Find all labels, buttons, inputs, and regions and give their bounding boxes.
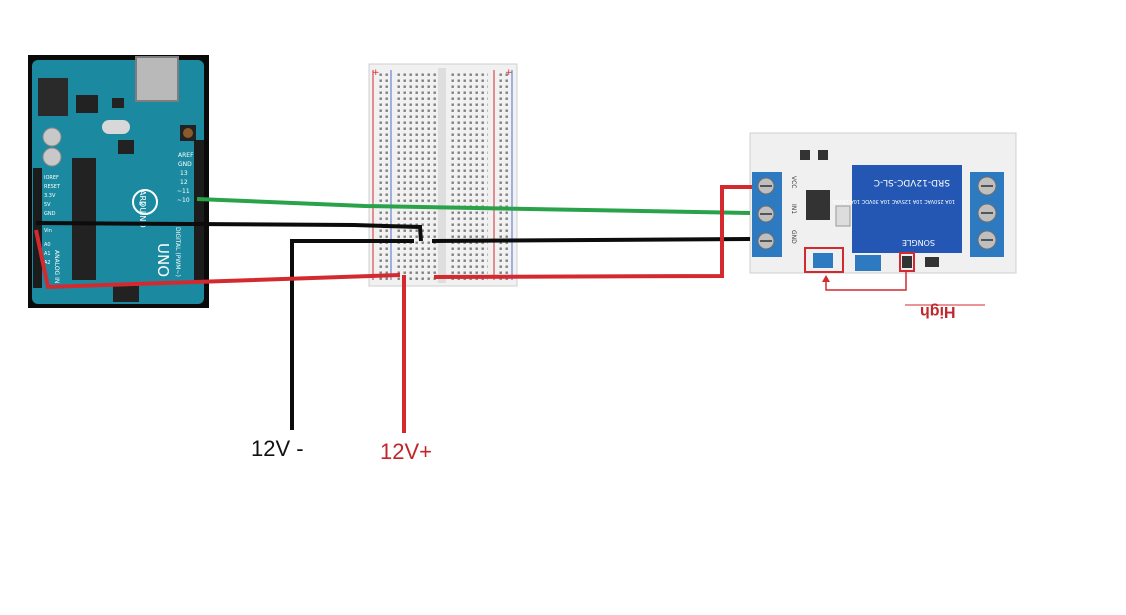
- analog-in-label: ANALOG IN: [53, 250, 60, 283]
- svg-text:+: +: [505, 68, 513, 78]
- pin-label-13: 13: [180, 170, 188, 177]
- svg-text:+: +: [372, 68, 380, 78]
- relay-pin-gnd: GND: [790, 230, 797, 244]
- arrow-head-icon: [822, 275, 830, 282]
- label-jumper-high: High: [920, 303, 956, 320]
- pin-label-aref: AREF: [178, 152, 194, 159]
- relay-ratings-text: 10A 250VAC 10A 125VAC 10A 30VDC 10A 28VD…: [831, 198, 955, 204]
- pin-label-ioref: IOREF: [44, 175, 59, 181]
- breadboard: + +: [368, 63, 518, 287]
- digital-header: [194, 140, 204, 280]
- pin-label-12: 12: [180, 179, 188, 186]
- pin-label-11: ~11: [177, 188, 190, 195]
- svg-text:∞: ∞: [138, 199, 146, 209]
- optocoupler-icon: [806, 190, 830, 220]
- wire-black-relay-gnd: [431, 237, 751, 243]
- pin-label-5v: 5V: [44, 202, 51, 208]
- digital-label: DIGITAL (PWM~): [174, 227, 181, 277]
- wire-green-signal: [196, 197, 751, 215]
- jumper-arrow: [825, 272, 907, 291]
- arduino-logo-icon: [132, 189, 158, 215]
- relay-module: VCC IN1 GND SRD-12VDC-SL-C 10A 250VAC 10…: [749, 132, 1017, 291]
- wire-red-relay-vcc: [433, 185, 752, 279]
- pin-label-10: ~10: [177, 197, 190, 204]
- dc-jack-icon: [38, 78, 68, 116]
- pin-label-a0: A0: [44, 242, 51, 248]
- arduino-uno-board: ∞ UNO ARDUINO DIGITAL (PWM~) ANALOG IN A…: [28, 55, 209, 308]
- atmega-chip-icon: [72, 158, 96, 280]
- relay-model-text: SRD-12VDC-SL-C: [874, 177, 950, 187]
- relay-coil-icon: [852, 165, 962, 253]
- pin-label-vin: Vin: [44, 228, 52, 234]
- label-12v-positive: 12V+: [380, 439, 432, 464]
- relay-pin-vcc: VCC: [790, 176, 797, 188]
- pin-label-reset: RESET: [44, 184, 61, 190]
- wire-black-arduino-gnd: [35, 221, 423, 242]
- board-brand: ARDUINO: [138, 190, 147, 228]
- wire-black-12v-negative: [290, 239, 414, 430]
- wire-red-vin: [34, 229, 401, 290]
- relay-pin-in1: IN1: [790, 204, 797, 214]
- crystal-icon: [102, 120, 130, 134]
- jumper-high-highlight: [804, 247, 844, 273]
- label-12v-negative: 12V -: [251, 436, 304, 461]
- pin-label-gnd-left: GND: [44, 211, 56, 217]
- pin-label-gnd: GND: [178, 161, 192, 168]
- pin-label-3v3: 3.3V: [44, 193, 56, 199]
- pin-label-a1: A1: [44, 251, 51, 257]
- usb-port-icon: [135, 56, 179, 102]
- pin-label-a2: A2: [44, 260, 51, 266]
- board-name: UNO: [154, 243, 172, 277]
- relay-brand-text: SONGLE: [902, 238, 935, 247]
- power-header: [33, 168, 42, 288]
